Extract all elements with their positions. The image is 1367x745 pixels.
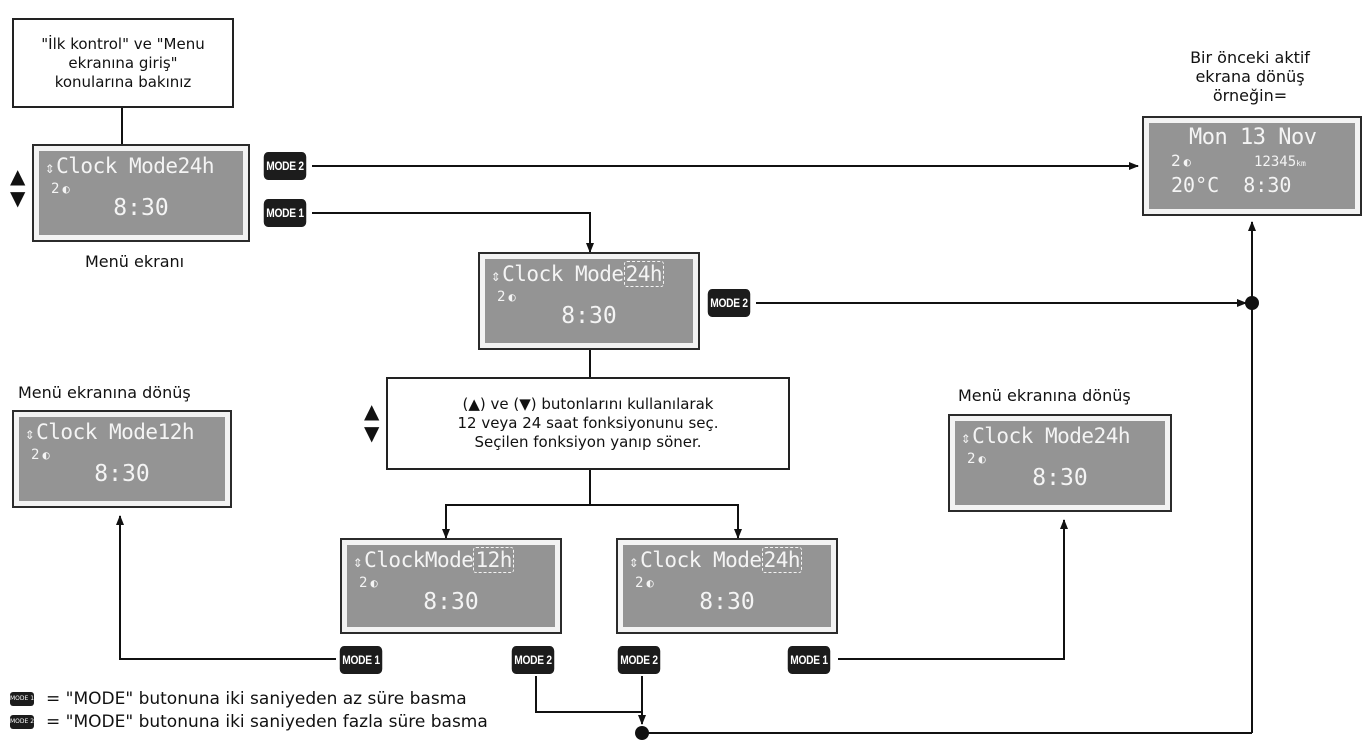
lcd-value-blinking: 24h bbox=[761, 547, 803, 573]
lcd-time: 8:30 bbox=[113, 195, 169, 221]
start-note-box: "İlk kontrol" ve "Menu ekranına giriş" k… bbox=[12, 18, 234, 108]
lcd-text: Clock Mode bbox=[502, 262, 624, 286]
lcd-odometer-unit: km bbox=[1296, 159, 1306, 168]
instruction-line-1: (▲) ve (▼) butonlarını kullanılarak bbox=[462, 395, 714, 413]
legend-mode2: MODE 2 = "MODE" butonuna iki saniyeden f… bbox=[10, 712, 488, 732]
lcd-level: 2 bbox=[1171, 151, 1181, 170]
headlight-icon: ◐ bbox=[1183, 155, 1191, 169]
prev-lcd-screen: Mon 13 Nov 2◐ 12345km 20°C 8:30 bbox=[1142, 116, 1362, 216]
up-down-icon: ⇕ bbox=[629, 552, 639, 571]
lcd-text: ClockMode bbox=[364, 548, 474, 572]
select-12h-lcd-screen: ⇕ClockMode12h 2◐ 8:30 bbox=[340, 538, 562, 634]
prev-label-line-3: örneğin= bbox=[1212, 85, 1288, 105]
mode2-badge-menu: MODE 2 bbox=[263, 152, 307, 180]
start-note-line-3: konularına bakınız bbox=[54, 72, 192, 91]
lcd-text: Clock Mode24h bbox=[972, 424, 1131, 448]
lcd-time: 8:30 bbox=[561, 303, 617, 329]
lcd-odometer: 12345 bbox=[1254, 154, 1297, 170]
lcd-level: 2 bbox=[51, 181, 60, 197]
legend-mode1-text: = "MODE" butonuna iki saniyeden az süre … bbox=[46, 689, 467, 709]
lcd-time: 8:30 bbox=[699, 589, 755, 615]
prev-screen-label: Bir önceki aktif ekrana dönüş örneğin= bbox=[1150, 38, 1350, 114]
prev-label-line-2: ekrana dönüş bbox=[1195, 66, 1305, 86]
mode1-badge-menu: MODE 1 bbox=[263, 199, 307, 227]
lcd-text: Clock Mode bbox=[640, 548, 762, 572]
lcd-time: 8:30 bbox=[1032, 465, 1088, 491]
mode2-badge-24h: MODE 2 bbox=[617, 646, 661, 674]
mode1-badge-24h: MODE 1 bbox=[787, 646, 831, 674]
start-note-line-1: "İlk kontrol" ve "Menu bbox=[41, 34, 205, 53]
return-24h-lcd-screen: ⇕Clock Mode24h 2◐ 8:30 bbox=[948, 414, 1172, 512]
up-down-icon: ⇕ bbox=[961, 428, 971, 447]
headlight-icon: ◐ bbox=[62, 182, 70, 196]
mode1-mini-badge: MODE 1 bbox=[10, 692, 34, 706]
mode1-badge-12h: MODE 1 bbox=[339, 646, 383, 674]
lcd-time: 8:30 bbox=[94, 461, 150, 487]
select-24h-lcd-screen: ⇕Clock Mode24h 2◐ 8:30 bbox=[616, 538, 838, 634]
lcd-time: 8:30 bbox=[1243, 173, 1292, 197]
mode2-badge-12h: MODE 2 bbox=[511, 646, 555, 674]
lcd-level: 2 bbox=[967, 451, 976, 467]
up-down-icon: ⇕ bbox=[491, 266, 501, 285]
up-down-arrows-icon: ▲▼ bbox=[364, 399, 380, 445]
mode2-badge-center: MODE 2 bbox=[707, 289, 751, 317]
lcd-level: 2 bbox=[31, 447, 40, 463]
mode2-mini-badge: MODE 2 bbox=[10, 715, 34, 729]
return-label-left: Menü ekranına dönüş bbox=[18, 383, 191, 402]
lcd-temperature: 20°C bbox=[1171, 173, 1220, 197]
menu-lcd-screen: ⇕Clock Mode24h 2◐ 8:30 bbox=[32, 144, 250, 242]
instruction-line-3: Seçilen fonksiyon yanıp söner. bbox=[474, 433, 702, 451]
menu-screen-label: Menü ekranı bbox=[85, 252, 185, 271]
center-lcd-screen: ⇕Clock Mode24h 2◐ 8:30 bbox=[478, 252, 700, 350]
lcd-value-blinking: 24h bbox=[623, 261, 665, 287]
headlight-icon: ◐ bbox=[978, 452, 986, 466]
return-12h-lcd-screen: ⇕Clock Mode12h 2◐ 8:30 bbox=[12, 410, 232, 508]
instruction-box: (▲) ve (▼) butonlarını kullanılarak 12 v… bbox=[386, 377, 790, 470]
up-down-icon: ⇕ bbox=[353, 552, 363, 571]
lcd-date: Mon 13 Nov bbox=[1189, 125, 1317, 150]
headlight-icon: ◐ bbox=[508, 290, 516, 304]
lcd-time: 8:30 bbox=[423, 589, 479, 615]
headlight-icon: ◐ bbox=[42, 448, 50, 462]
lcd-level: 2 bbox=[359, 575, 368, 591]
legend-mode2-text: = "MODE" butonuna iki saniyeden fazla sü… bbox=[46, 712, 488, 732]
headlight-icon: ◐ bbox=[646, 576, 654, 590]
start-note-line-2: ekranına giriş" bbox=[68, 53, 178, 72]
lcd-level: 2 bbox=[635, 575, 644, 591]
lcd-level: 2 bbox=[497, 289, 506, 305]
up-down-icon: ⇕ bbox=[25, 424, 35, 443]
up-down-icon: ⇕ bbox=[45, 158, 55, 177]
prev-label-line-1: Bir önceki aktif bbox=[1190, 47, 1310, 67]
legend-mode1: MODE 1 = "MODE" butonuna iki saniyeden a… bbox=[10, 689, 467, 709]
return-label-right: Menü ekranına dönüş bbox=[958, 386, 1131, 405]
lcd-text: Clock Mode24h bbox=[56, 154, 215, 178]
headlight-icon: ◐ bbox=[370, 576, 378, 590]
up-down-arrows-icon: ▲▼ bbox=[10, 164, 26, 210]
instruction-line-2: 12 veya 24 saat fonksiyonunu seç. bbox=[457, 414, 719, 432]
lcd-text: Clock Mode12h bbox=[36, 420, 195, 444]
lcd-value-blinking: 12h bbox=[473, 547, 514, 573]
